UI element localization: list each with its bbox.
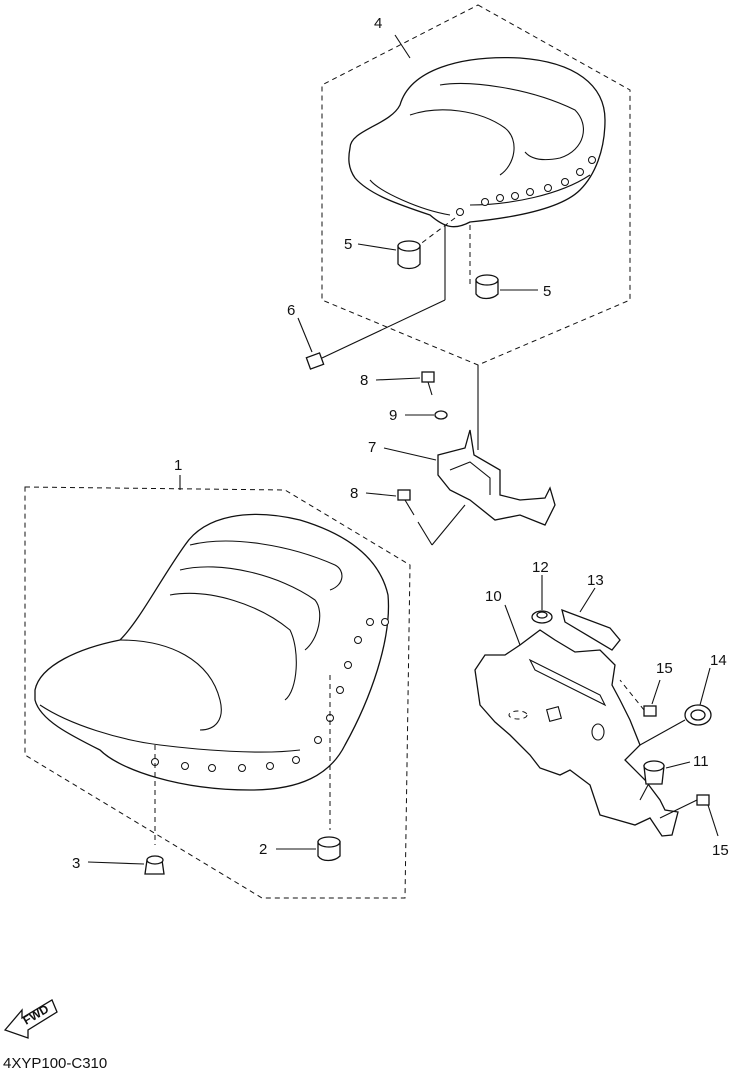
callout-4: 4: [374, 15, 382, 32]
strip-13: [561, 587, 621, 651]
screw-15-lower: [659, 794, 719, 837]
cap-11: [639, 760, 691, 801]
callout-15-lower: 15: [712, 842, 729, 859]
front-seat-group-boundary: [24, 486, 411, 899]
callout-6: 6: [287, 302, 295, 319]
callout-10: 10: [485, 588, 502, 605]
callout-5-right: 5: [543, 283, 551, 300]
bolt-8-upper: [375, 371, 435, 396]
callout-15-upper: 15: [656, 660, 673, 677]
callout-7: 7: [368, 439, 376, 456]
bracket-7: [383, 429, 556, 526]
callout-5-left: 5: [344, 236, 352, 253]
callout-8-upper: 8: [360, 372, 368, 389]
front-seat: [34, 513, 390, 845]
bolt-6: [297, 225, 446, 370]
bolt-8-lower: [365, 489, 466, 546]
callout-14: 14: [710, 652, 727, 669]
screw-15-upper: [619, 679, 661, 717]
grommet-12: [531, 575, 553, 624]
callout-8-lower: 8: [350, 485, 358, 502]
cover-10: [474, 604, 679, 837]
callout-9: 9: [389, 407, 397, 424]
rear-seat: [348, 56, 606, 285]
fwd-arrow-icon: FWD: [3, 999, 58, 1039]
callout-12: 12: [532, 559, 549, 576]
nut-3: [87, 855, 165, 875]
damper-5-left: [357, 240, 421, 270]
grommet-14: [639, 667, 712, 746]
washer-9: [405, 410, 448, 420]
damper-2: [276, 836, 341, 862]
callout-13: 13: [587, 572, 604, 589]
damper-5-right: [475, 274, 538, 300]
callout-11: 11: [693, 753, 709, 770]
callout-1: 1: [174, 457, 182, 474]
callout-3: 3: [72, 855, 80, 872]
callout-2: 2: [259, 841, 267, 858]
drawing-code: 4XYP100-C310: [3, 1055, 107, 1072]
